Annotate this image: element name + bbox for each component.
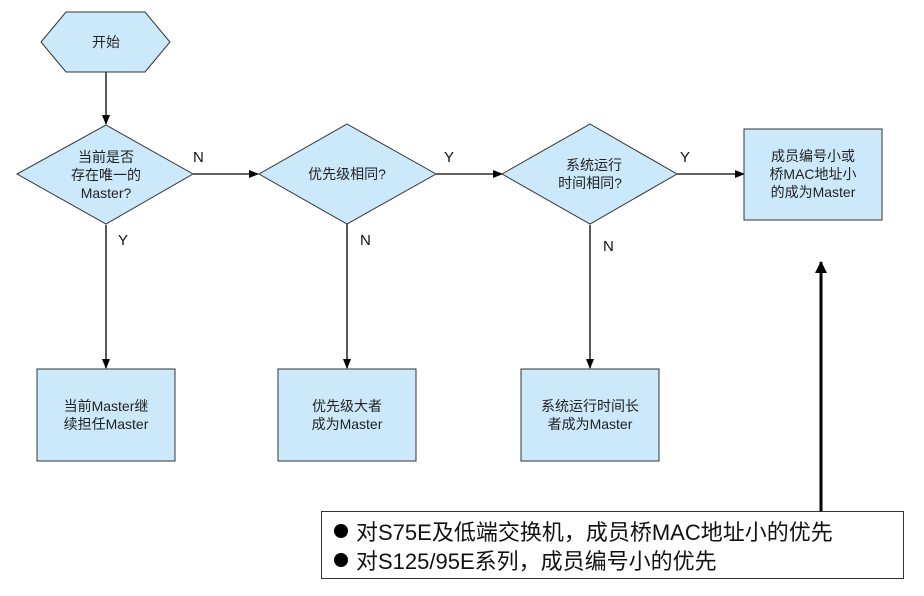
node-label: 优先级大者 xyxy=(312,398,382,414)
edge-label-y: Y xyxy=(444,149,454,166)
edge-label-n: N xyxy=(193,149,204,166)
decision-diamond xyxy=(500,123,679,225)
note-text: 对S125/95E系列，成员编号小的优先 xyxy=(356,548,717,574)
decision-diamond xyxy=(15,124,195,225)
node-result-priority-high: 优先级大者 成为Master xyxy=(277,368,417,462)
node-decision-unique-master: 当前是否 存在唯一的 Master? xyxy=(15,124,195,225)
edge-labels: N Y Y N Y N xyxy=(118,149,690,255)
note-item: 对S75E及低端交换机，成员桥MAC地址小的优先 xyxy=(334,516,903,545)
node-label: 桥MAC地址小 xyxy=(769,166,856,182)
node-label: 优先级相同? xyxy=(308,166,386,182)
edge-label-n: N xyxy=(360,232,371,249)
bullet-icon xyxy=(334,552,348,567)
edges xyxy=(102,72,827,512)
result-box xyxy=(520,368,660,462)
node-decision-priority-same: 优先级相同? xyxy=(257,123,438,225)
node-label: Master? xyxy=(81,185,132,201)
node-result-member-id: 成员编号小或 桥MAC地址小 的成为Master xyxy=(743,128,883,221)
edge-label-y: Y xyxy=(680,149,690,166)
note-text: 对S75E及低端交换机，成员桥MAC地址小的优先 xyxy=(356,519,833,545)
result-box xyxy=(277,368,417,462)
node-label: 当前是否 xyxy=(78,149,134,165)
note-item: 对S125/95E系列，成员编号小的优先 xyxy=(334,545,903,574)
node-label: 成为Master xyxy=(312,416,383,432)
edge-label-n: N xyxy=(603,238,614,255)
node-label: 的成为Master xyxy=(771,184,856,200)
node-decision-uptime-same: 系统运行 时间相同? xyxy=(500,123,679,225)
node-label: 存在唯一的 xyxy=(71,167,141,183)
node-label: 时间相同? xyxy=(558,175,622,191)
node-label: 成员编号小或 xyxy=(771,148,855,164)
node-result-keep-master: 当前Master继 续担任Master xyxy=(36,368,176,462)
node-start: 开始 xyxy=(40,11,171,73)
node-label: 续担任Master xyxy=(64,416,149,432)
result-box xyxy=(743,128,883,221)
decision-diamond xyxy=(257,123,438,225)
bullet-icon xyxy=(334,523,348,538)
node-label: 开始 xyxy=(92,34,120,50)
result-box xyxy=(36,368,176,462)
node-label: 系统运行 xyxy=(566,157,622,173)
note-box: 对S75E及低端交换机，成员桥MAC地址小的优先 对S125/95E系列，成员编… xyxy=(321,511,904,579)
node-label: 系统运行时间长 xyxy=(541,398,639,414)
node-label: 当前Master继 xyxy=(64,398,149,414)
node-label: 者成为Master xyxy=(548,416,633,432)
node-result-uptime-long: 系统运行时间长 者成为Master xyxy=(520,368,660,462)
start-hexagon xyxy=(40,11,171,73)
edge-label-y: Y xyxy=(118,232,128,249)
